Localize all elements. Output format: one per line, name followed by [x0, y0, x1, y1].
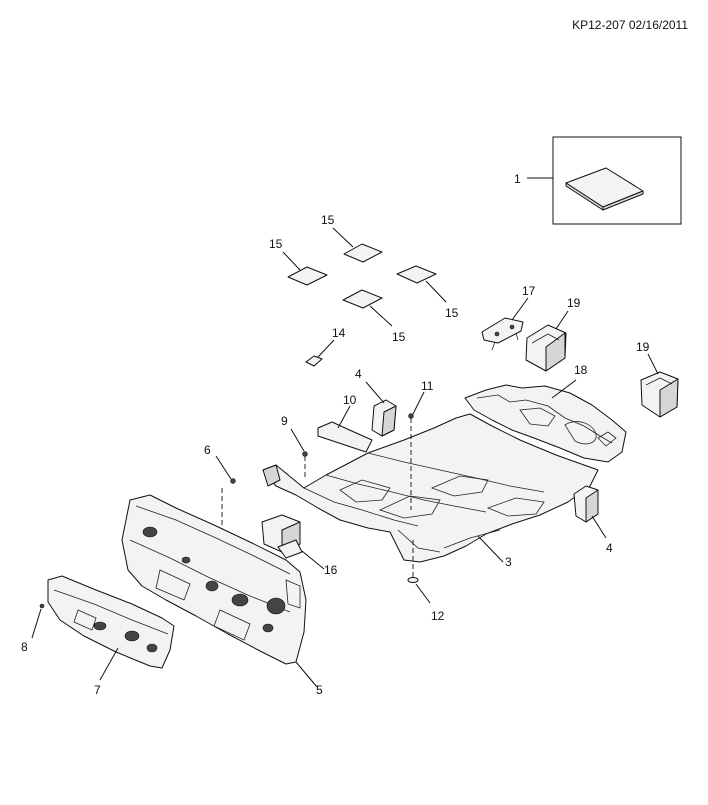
part-4-blocks — [365, 381, 607, 539]
callout-15-b: 15 — [269, 237, 283, 251]
part-18-rear-panel — [464, 379, 627, 463]
part-16-block — [261, 514, 325, 570]
callout-15-c: 15 — [445, 306, 459, 320]
callout-10: 10 — [343, 393, 357, 407]
part-19-blocks — [525, 310, 679, 418]
callout-18: 18 — [574, 363, 588, 377]
part-9-fastener — [290, 428, 308, 478]
part-12-grommet — [407, 540, 431, 604]
callout-1: 1 — [514, 172, 521, 186]
callout-17: 17 — [522, 284, 536, 298]
callout-5: 5 — [316, 683, 323, 697]
part-3-floor-carpet — [262, 413, 599, 563]
callout-14: 14 — [332, 326, 346, 340]
part-15-pads — [282, 227, 447, 327]
part-7-lower-insulator — [47, 575, 175, 681]
callout-6: 6 — [204, 443, 211, 457]
part-1-inset — [527, 136, 682, 225]
callout-12: 12 — [431, 609, 445, 623]
part-17-bracket — [481, 297, 529, 351]
callout-11: 11 — [421, 379, 434, 393]
callout-16: 16 — [324, 563, 338, 577]
callout-15-d: 15 — [392, 330, 406, 344]
part-11-fastener — [408, 391, 425, 510]
callout-7: 7 — [94, 683, 101, 697]
callout-9: 9 — [281, 414, 288, 428]
document-id: KP12-207 02/16/2011 — [572, 18, 688, 32]
callout-8: 8 — [21, 640, 28, 654]
callout-15-a: 15 — [321, 213, 335, 227]
callout-19-a: 19 — [567, 296, 581, 310]
callout-3: 3 — [505, 555, 512, 569]
part-14-clip — [305, 339, 335, 367]
part-6-fastener — [215, 455, 236, 555]
part-10-trim — [317, 405, 373, 453]
callout-4-lower: 4 — [606, 541, 613, 555]
part-5-dash-insulator — [121, 494, 318, 688]
part-8-clip — [31, 603, 45, 639]
callout-4-upper: 4 — [355, 367, 362, 381]
callout-19-b: 19 — [636, 340, 650, 354]
